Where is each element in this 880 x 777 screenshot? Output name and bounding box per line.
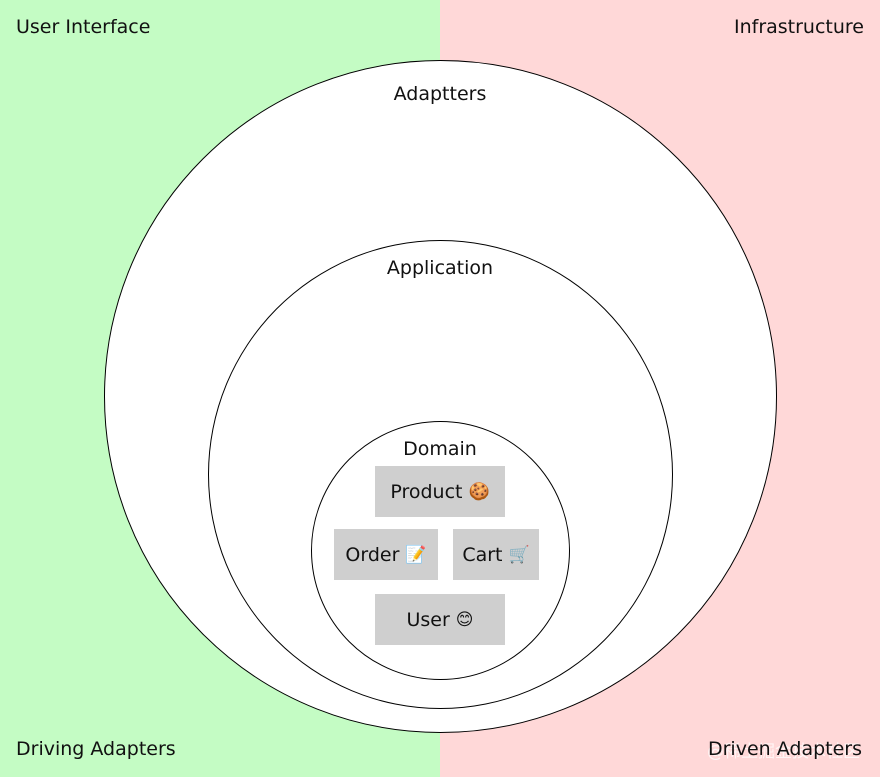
entity-user-label: User <box>406 608 450 631</box>
smile-icon: 😊 <box>455 609 474 630</box>
entity-product-label: Product <box>390 480 463 503</box>
entity-user-box: User 😊 <box>375 594 505 645</box>
cart-icon: 🛒 <box>508 544 530 565</box>
memo-icon: 📝 <box>405 544 427 565</box>
driving-adapters-label: Driving Adapters <box>16 738 176 760</box>
domain-layer-label: Domain <box>403 438 477 460</box>
entity-cart-label: Cart <box>462 543 503 566</box>
cookie-icon: 🍪 <box>468 481 490 502</box>
watermark: @稀土掘金技术社区 <box>707 742 860 762</box>
entity-product-box: Product 🍪 <box>375 466 505 517</box>
infrastructure-label: Infrastructure <box>733 16 864 38</box>
driven-adapters-label: Driven Adapters <box>707 738 862 760</box>
entity-order-box: Order 📝 <box>334 529 438 580</box>
adapters-layer-label: Adaptters <box>393 83 487 105</box>
application-layer-label: Application <box>386 257 494 279</box>
user-interface-label: User Interface <box>16 16 151 38</box>
entity-cart-box: Cart 🛒 <box>453 529 539 580</box>
entity-order-label: Order <box>345 543 400 566</box>
